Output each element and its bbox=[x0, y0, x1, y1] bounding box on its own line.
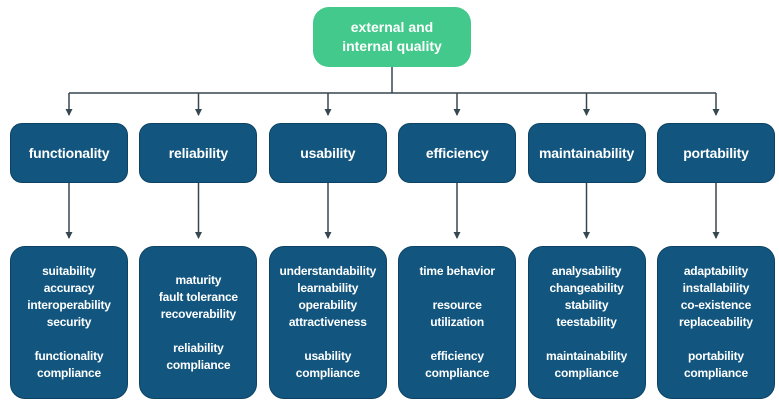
node-portability-details: adaptability installability co-existence… bbox=[656, 246, 775, 399]
node-portability: portability bbox=[656, 123, 775, 183]
characteristics-row: functionality reliability usability effi… bbox=[10, 123, 775, 183]
subcharacteristics-row: suitability accuracy interoperability se… bbox=[10, 246, 775, 399]
node-efficiency: efficiency bbox=[398, 123, 517, 183]
node-reliability-details: maturity fault tolerance recoverability … bbox=[139, 246, 258, 399]
node-reliability: reliability bbox=[139, 123, 258, 183]
node-external-internal-quality: external and internal quality bbox=[313, 7, 471, 67]
node-functionality: functionality bbox=[10, 123, 128, 183]
node-usability-details: understandability learnability operabili… bbox=[268, 246, 387, 399]
node-maintainability: maintainability bbox=[527, 123, 646, 183]
node-efficiency-details: time behavior resource utilization effic… bbox=[398, 246, 517, 399]
node-usability: usability bbox=[268, 123, 387, 183]
node-functionality-details: suitability accuracy interoperability se… bbox=[10, 246, 128, 399]
node-maintainability-details: analysability changeability stability te… bbox=[527, 246, 646, 399]
